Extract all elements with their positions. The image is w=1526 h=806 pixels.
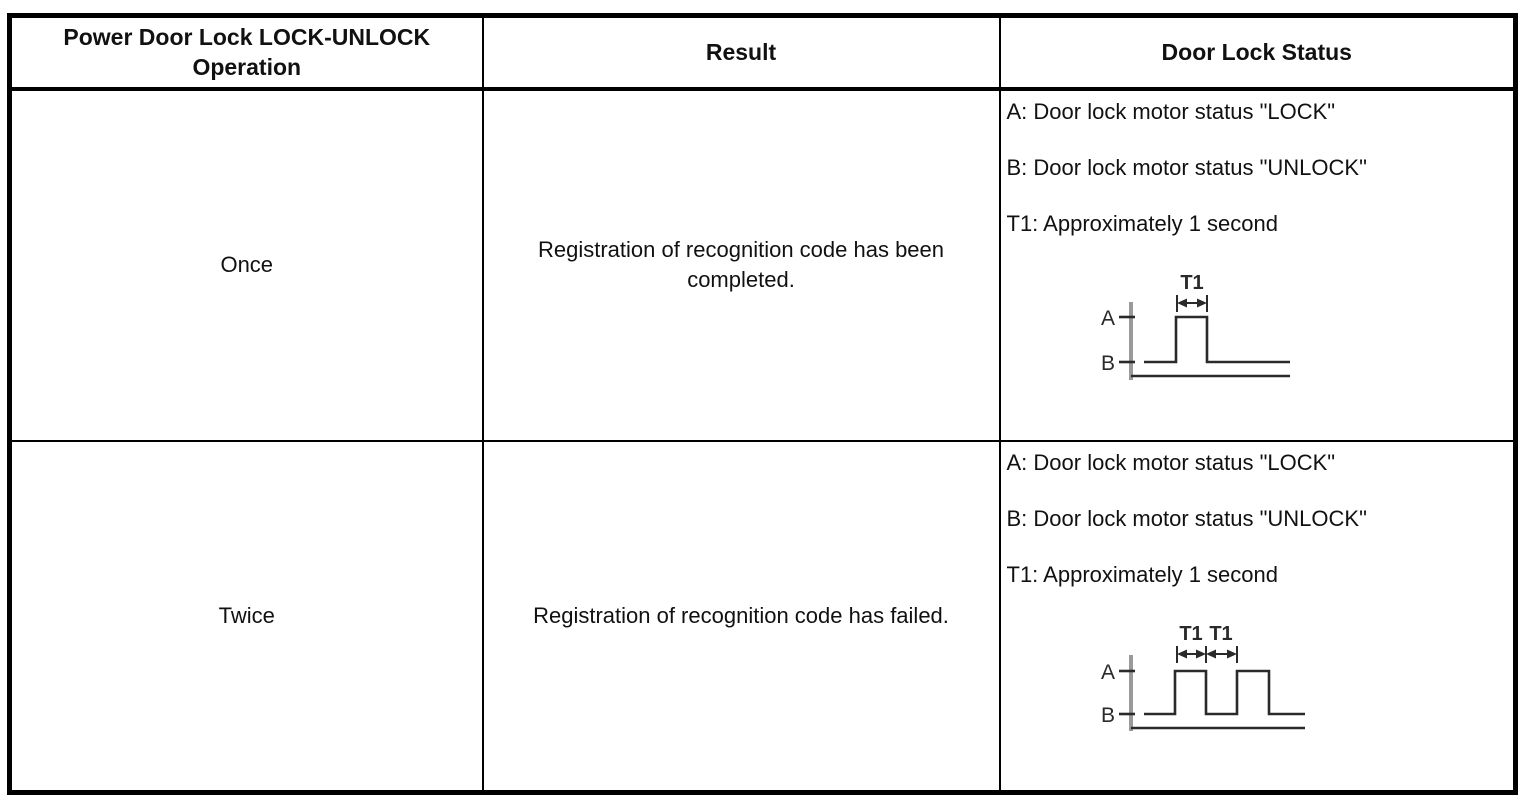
status-line-b: B: Door lock motor status "UNLOCK": [1006, 505, 1367, 531]
waveform-t1-label-second: T1: [1209, 623, 1232, 645]
arrowhead-right-icon: [1196, 298, 1207, 307]
status-line-t1: T1: Approximately 1 second: [1006, 210, 1278, 236]
waveform-diagram-double-pulse: T1 T1: [1100, 623, 1305, 731]
operation-value-once: Once: [9, 87, 484, 442]
result-value-once: Registration of recognition code has bee…: [481, 87, 1001, 442]
arrowhead-left-icon: [1176, 649, 1187, 658]
header-operation: Power Door Lock LOCK-UNLOCK Operation: [9, 15, 484, 91]
status-line-a: A: Door lock motor status "LOCK": [1006, 98, 1336, 124]
arrowhead-mid-left-icon: [1195, 649, 1206, 658]
table-row-once: Once Registration of recognition code ha…: [9, 87, 1516, 442]
arrowhead-mid-right-icon: [1205, 649, 1216, 658]
result-value-twice: Registration of recognition code has fai…: [481, 439, 1001, 793]
waveform-low-label: B: [1100, 352, 1114, 375]
status-cell-twice: A: Door lock motor status "LOCK" B: Door…: [998, 439, 1516, 793]
status-line-a: A: Door lock motor status "LOCK": [1006, 449, 1336, 475]
waveform-t1-label-first: T1: [1179, 623, 1202, 645]
waveform-diagram-single-pulse: T1 A B: [1100, 272, 1290, 380]
status-line-t1: T1: Approximately 1 second: [1006, 561, 1278, 587]
arrowhead-left-icon: [1176, 298, 1187, 307]
header-row: Power Door Lock LOCK-UNLOCK Operation Re…: [9, 15, 1516, 91]
waveform-t1-label: T1: [1180, 272, 1203, 294]
header-result: Result: [481, 15, 1001, 91]
operation-value-twice: Twice: [9, 439, 484, 793]
header-door-lock-status: Door Lock Status: [998, 15, 1516, 91]
waveform-high-label: A: [1100, 661, 1114, 684]
arrowhead-right-icon: [1226, 649, 1237, 658]
door-lock-spec-table: Power Door Lock LOCK-UNLOCK Operation Re…: [7, 13, 1518, 795]
status-cell-once: A: Door lock motor status "LOCK" B: Door…: [998, 87, 1516, 442]
status-line-b: B: Door lock motor status "UNLOCK": [1006, 154, 1367, 180]
waveform-low-label: B: [1100, 704, 1114, 727]
table-row-twice: Twice Registration of recognition code h…: [9, 439, 1516, 793]
waveform-high-label: A: [1100, 307, 1114, 330]
